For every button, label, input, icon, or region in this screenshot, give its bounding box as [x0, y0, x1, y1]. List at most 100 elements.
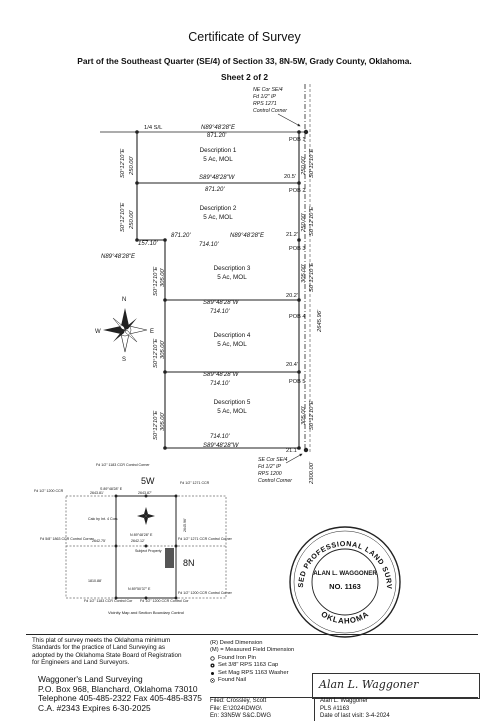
ext-bearing: N89°48'28"E	[101, 254, 136, 260]
line3-bearing: S89°48'28"W	[203, 300, 240, 306]
note-line: This plat of survey meets the Oklahoma m…	[32, 637, 171, 644]
west5-bearing: S0°12'10"E	[153, 411, 159, 440]
note-line: for Engineers and Land Surveyors.	[32, 659, 130, 667]
line1-bearing: S89°48'28"W	[199, 175, 236, 181]
survey-location: Part of the Southeast Quarter (SE/4) of …	[77, 56, 412, 66]
vic-b2: N 89°48'28" E	[130, 533, 153, 537]
note-line: Standards for the practice of Land Surve…	[32, 644, 166, 652]
ne-corner-control: Control Corner	[253, 108, 287, 114]
line3-distance: 714.10'	[210, 309, 230, 315]
last-visit-date: Date of last visit: 3-4-2024	[320, 713, 390, 720]
description-4-name: Description 4	[214, 332, 251, 339]
east3-distance: 305.00'	[301, 263, 307, 283]
pob4-label: POB 4	[289, 314, 305, 320]
line2-bearing: N89°48'28"E	[230, 233, 265, 239]
vic-d6: 1810.88'	[88, 579, 102, 583]
pob2-label: POB 2	[289, 188, 305, 194]
description-3-area: 5 Ac, MOL	[217, 274, 247, 281]
compass-w: W	[95, 329, 101, 335]
se-corner-label: SE Cor SE/4	[258, 457, 288, 463]
file-info: Filed: Crossley, Scott File: E:\2024\DWG…	[210, 697, 478, 721]
pls-number: PLS #1163	[320, 705, 350, 712]
seal-number: NO. 1163	[329, 582, 361, 591]
line1-distance: 871.20'	[205, 187, 225, 193]
ne-corner-label: NE Cor SE/4	[253, 87, 283, 93]
east1-distance: 250.00'	[301, 155, 307, 176]
pob1-label: POB 1	[289, 137, 305, 143]
note-line: adopted by the Oklahoma State Board of R…	[32, 651, 182, 659]
standards-note: This plat of survey meets the Oklahoma m…	[32, 637, 202, 667]
description-4-area: 5 Ac, MOL	[217, 341, 247, 348]
section-distance: 2300.00'	[309, 461, 315, 485]
page-title: Certificate of Survey	[188, 30, 301, 44]
ext-distance: 157.10'	[138, 241, 158, 247]
vic-c9: Fd 1/2" 1200 CCR Control Cor	[140, 599, 189, 603]
filed-by: Filed: Crossley, Scott	[210, 698, 267, 704]
compass-s: S	[122, 357, 126, 363]
legend-item: Set 3/8" RPS 1163 Cap	[210, 662, 310, 669]
description-2-area: 5 Ac, MOL	[203, 214, 233, 221]
company-phone: Telephone 405-485-2322 Fax 405-485-8375	[38, 693, 202, 704]
ne-corner-pin: Fd 1/2" IP	[253, 94, 276, 100]
top-bearing: N89°48'28"E	[201, 125, 236, 131]
vic-d1: 2643.81'	[90, 491, 104, 495]
vic-c6: Calc by Int. 4 Cors	[88, 517, 118, 521]
compass-rose-icon	[103, 308, 148, 353]
tract-outline	[136, 132, 300, 449]
west1-bearing: S0°12'10"E	[120, 149, 126, 178]
east5-bearing: S0°12'10"E	[309, 401, 315, 430]
vic-d5: 2642.75'	[92, 539, 106, 543]
township-label: 8N	[183, 558, 195, 568]
vic-d3: 2645.96'	[183, 518, 187, 532]
signature-box: Alan L. Waggoner	[312, 673, 480, 699]
west3-distance: 305.00'	[160, 267, 166, 287]
description-2-name: Description 2	[200, 205, 237, 212]
set-washer-icon	[211, 671, 214, 675]
total-distance: 2645.96'	[317, 309, 323, 333]
pob5-label: POB 5	[289, 379, 305, 385]
vic-subject: Subject Property	[135, 549, 162, 553]
vicinity-caption: Vicinity Map and Section Boundary Contro…	[108, 610, 184, 615]
description-3-name: Description 3	[214, 265, 251, 272]
se-corner-rps: RPS 1200	[258, 471, 282, 477]
description-1-name: Description 1	[200, 147, 237, 154]
surveyor-name: Alan L. Waggoner	[320, 698, 368, 704]
vic-d2: 2643.87'	[138, 491, 152, 495]
east3-bearing: S0°12'10"E	[309, 263, 315, 292]
vicinity-map: 5W 8N Fd 1/2" 1183 CCR Control Corner Fd…	[34, 463, 233, 615]
file-name: En: 33N5W S&C.DWG	[210, 713, 272, 720]
description-5-name: Description 5	[214, 399, 251, 406]
found-iron-pin-icon	[210, 656, 215, 661]
legend-item: (M) = Measured Field Dimension	[210, 647, 295, 654]
subject-parcel-icon	[165, 548, 174, 568]
vic-c7: Fd 1/2" 1183 CCR Control Cor	[84, 599, 133, 603]
vic-c2: Fd 1/2" 1271 CCR	[180, 481, 210, 485]
footer-divider	[26, 634, 478, 635]
compass-e: E	[150, 329, 154, 335]
vic-b1: S 89°48'28" E	[100, 487, 123, 491]
west5-distance: 305.00'	[160, 411, 166, 431]
legend-item: Found Iron Pin	[210, 655, 310, 662]
se-corner-pin: Fd 1/2" IP	[258, 464, 281, 470]
vic-c3: Fd 1/2" 1200 CCR	[34, 489, 64, 493]
vic-c5: Fd 5/8" 1863 CCR Control Corner	[40, 537, 95, 541]
mini-compass-icon	[137, 507, 155, 525]
sheet-number: Sheet 2 of 2	[220, 72, 268, 82]
surveyor-seal: LICENSED PROFESSIONAL LAND SURVEYOR OKLA…	[289, 526, 401, 638]
seal-name: ALAN L. WAGGONER	[313, 570, 377, 577]
line5-bearing: S89°48'28"W	[203, 443, 240, 449]
surveyor-signature: Alan L. Waggoner	[319, 678, 419, 691]
line2-dist-b: 714.10'	[199, 242, 219, 248]
vic-c8: Fd 1/2" 1200 CCR Control Corner	[178, 591, 233, 595]
line5-distance: 714.10'	[210, 434, 230, 440]
vic-c1: Fd 1/2" 1183 CCR Control Corner	[96, 463, 150, 467]
file-path: File: E:\2024\DWG\	[210, 705, 262, 712]
west1-distance: 250.00'	[129, 155, 135, 176]
company-certificate: C.A. #2343 Expires 6-30-2025	[38, 702, 151, 713]
west2-bearing: S0°12'10"E	[120, 203, 126, 232]
west2-distance: 250.00'	[129, 209, 135, 230]
east5-distance: 305.00'	[301, 405, 307, 425]
west4-distance: 305.00'	[160, 339, 166, 359]
line2-dist-a: 871.20'	[171, 233, 191, 239]
